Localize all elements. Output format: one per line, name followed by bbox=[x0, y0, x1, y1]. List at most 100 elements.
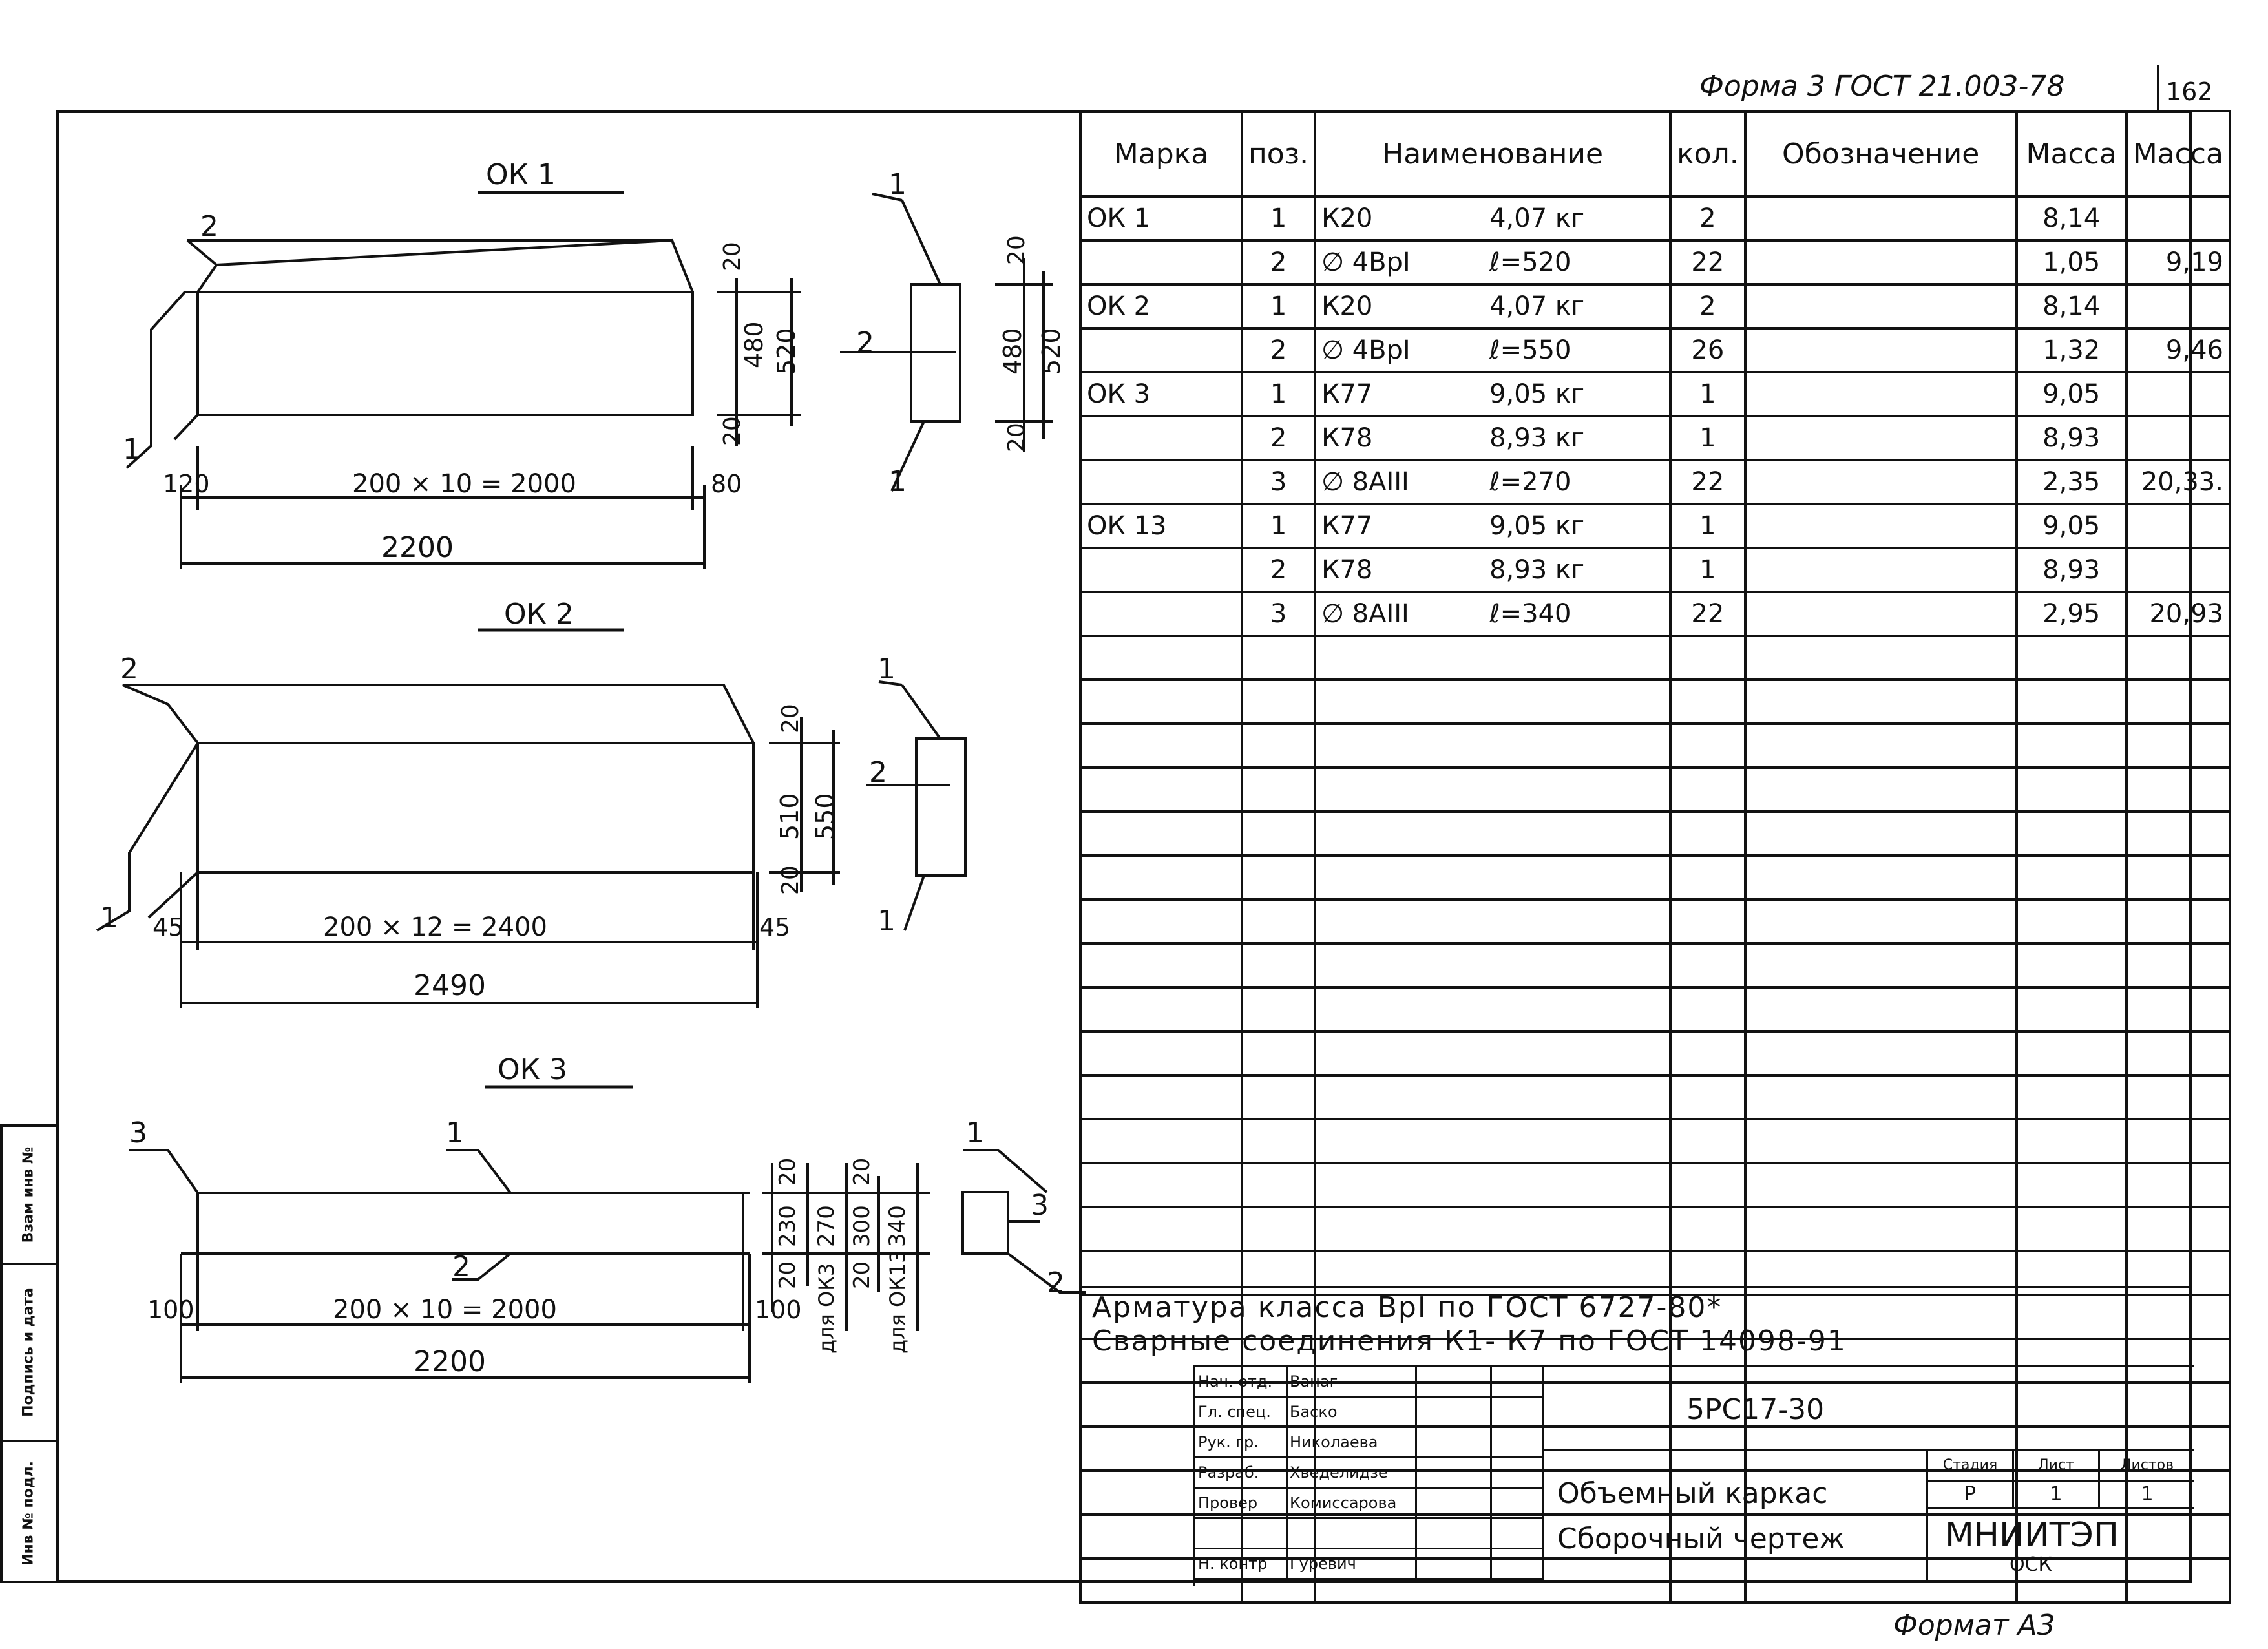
ok1-sec-20a: 20 bbox=[1003, 235, 1030, 265]
signature-row: Рук. гр.Николаева bbox=[1195, 1428, 1542, 1458]
table-header-row: Марка поз. Наименование кол. Обозначение… bbox=[1079, 110, 2231, 198]
ok1-sec-pos-2: 2 bbox=[856, 326, 874, 359]
cell-pos: 2 bbox=[1240, 239, 1317, 286]
table-row-empty bbox=[1079, 1513, 2231, 1560]
cell-name-text: К77 bbox=[1321, 379, 1373, 409]
signature-row: Разраб.Хведелидзе bbox=[1195, 1458, 1542, 1489]
cell-pos: 2 bbox=[1240, 327, 1317, 373]
cell-name-text: К78 bbox=[1321, 423, 1373, 453]
ok1-sec-520: 520 bbox=[1037, 328, 1066, 375]
cell-mass-total bbox=[2125, 371, 2231, 417]
ok3-dim-20d: 20 bbox=[849, 1261, 875, 1289]
stage-value: Р bbox=[1928, 1482, 2014, 1509]
signature-name: Ванаг bbox=[1290, 1372, 1338, 1391]
ok3-dim-20a: 20 bbox=[775, 1158, 801, 1186]
ok3-pos-1: 1 bbox=[446, 1117, 464, 1150]
ok1-dim-80: 80 bbox=[711, 470, 742, 498]
cell-mark: ОК 13 bbox=[1079, 503, 1243, 549]
cell-mass-total: 9,19 bbox=[2125, 239, 2231, 286]
specification-table: Марка поз. Наименование кол. Обозначение… bbox=[1079, 110, 2231, 1604]
cell-qty: 2 bbox=[1669, 283, 1747, 330]
ok1-pos-2: 2 bbox=[200, 210, 218, 243]
ok3-note-ok3: для ОК3 bbox=[814, 1263, 839, 1354]
cell-qty: 1 bbox=[1669, 371, 1747, 417]
signature-row bbox=[1195, 1519, 1542, 1549]
cell-qty: 26 bbox=[1669, 327, 1747, 373]
side-stamp-cell: Подпись и дата bbox=[3, 1265, 57, 1442]
ok2-sec-pos-2: 2 bbox=[869, 756, 887, 789]
cell-designation bbox=[1743, 327, 2018, 373]
sheets-label: Листов bbox=[2100, 1451, 2194, 1482]
cell-param: ℓ=550 bbox=[1489, 335, 1571, 365]
signature-role: Разраб. bbox=[1198, 1464, 1259, 1482]
cell-mark bbox=[1079, 239, 1243, 286]
ok1-dim-20a: 20 bbox=[719, 242, 746, 271]
cell-mass-total: 20,93 bbox=[2125, 591, 2231, 637]
cell-pos: 3 bbox=[1240, 591, 1317, 637]
ok2-dim-550: 550 bbox=[811, 793, 839, 840]
cell-mark bbox=[1079, 591, 1243, 637]
title-line-1: Объемный каркас bbox=[1557, 1477, 1828, 1510]
ok3-dim-100b: 100 bbox=[755, 1296, 802, 1324]
cell-param: ℓ=270 bbox=[1489, 467, 1571, 497]
cell-mass-unit: 9,05 bbox=[2015, 371, 2128, 417]
cell-mass-total bbox=[2125, 503, 2231, 549]
ok1-dim-20b: 20 bbox=[719, 416, 746, 446]
table-row-empty bbox=[1079, 1118, 2231, 1164]
ok3-dim-span: 200 × 10 = 2000 bbox=[333, 1295, 557, 1325]
ok1-dim-480: 480 bbox=[740, 321, 768, 368]
cell-param: 8,93 кг bbox=[1489, 423, 1585, 453]
signature-name: Гуревич bbox=[1290, 1555, 1356, 1573]
table-row-empty bbox=[1079, 942, 2231, 989]
cell-param: 9,05 кг bbox=[1489, 511, 1585, 541]
cell-pos: 2 bbox=[1240, 547, 1317, 593]
ok1-dim-520: 520 bbox=[772, 328, 801, 375]
table-row-empty bbox=[1079, 898, 2231, 945]
ok3-dim-300: 300 bbox=[849, 1205, 875, 1247]
signature-name: Баско bbox=[1290, 1403, 1338, 1421]
ok3-sec-pos-1: 1 bbox=[966, 1117, 984, 1150]
col-mark: Марка bbox=[1079, 110, 1243, 198]
table-row-empty bbox=[1079, 1074, 2231, 1120]
signature-role: Н. контр bbox=[1198, 1555, 1268, 1573]
stage-grid: Стадия Лист Листов Р 1 1 bbox=[1928, 1451, 2194, 1509]
table-row-empty bbox=[1079, 1162, 2231, 1208]
ok1-sec-480: 480 bbox=[998, 328, 1027, 375]
ok3-dim-20b: 20 bbox=[775, 1261, 801, 1289]
cell-name-text: К20 bbox=[1321, 291, 1373, 321]
cell-mark: ОК 3 bbox=[1079, 371, 1243, 417]
ok3-dim-270: 270 bbox=[814, 1205, 839, 1247]
signature-role: Нач. отд. bbox=[1198, 1372, 1273, 1391]
signature-role: Рук. гр. bbox=[1198, 1433, 1259, 1451]
table-row-empty bbox=[1079, 854, 2231, 901]
cell-mark bbox=[1079, 415, 1243, 461]
col-qty: кол. bbox=[1669, 110, 1747, 198]
cell-mass-total bbox=[2125, 547, 2231, 593]
ok3-title: ОК 3 bbox=[498, 1053, 567, 1086]
cell-name-text: К78 bbox=[1321, 555, 1373, 585]
ok2-dim-510: 510 bbox=[775, 793, 804, 840]
cell-name-text: ∅ 8AIII bbox=[1321, 599, 1409, 629]
table-row-empty bbox=[1079, 1206, 2231, 1252]
ok2-dim-20a: 20 bbox=[777, 704, 804, 733]
ok1-sec-pos-1-bot: 1 bbox=[888, 465, 907, 498]
cell-param: ℓ=520 bbox=[1489, 247, 1571, 277]
cell-mass-total bbox=[2125, 415, 2231, 461]
ok1-title: ОК 1 bbox=[486, 158, 556, 191]
cell-param: 9,05 кг bbox=[1489, 379, 1585, 409]
ok1-sec-pos-1-top: 1 bbox=[888, 168, 907, 201]
cell-mark bbox=[1079, 327, 1243, 373]
ok3-dim-230: 230 bbox=[775, 1205, 801, 1247]
table-row-empty bbox=[1079, 678, 2231, 725]
ok3-dim-20c: 20 bbox=[849, 1158, 875, 1186]
cell-qty: 1 bbox=[1669, 503, 1747, 549]
